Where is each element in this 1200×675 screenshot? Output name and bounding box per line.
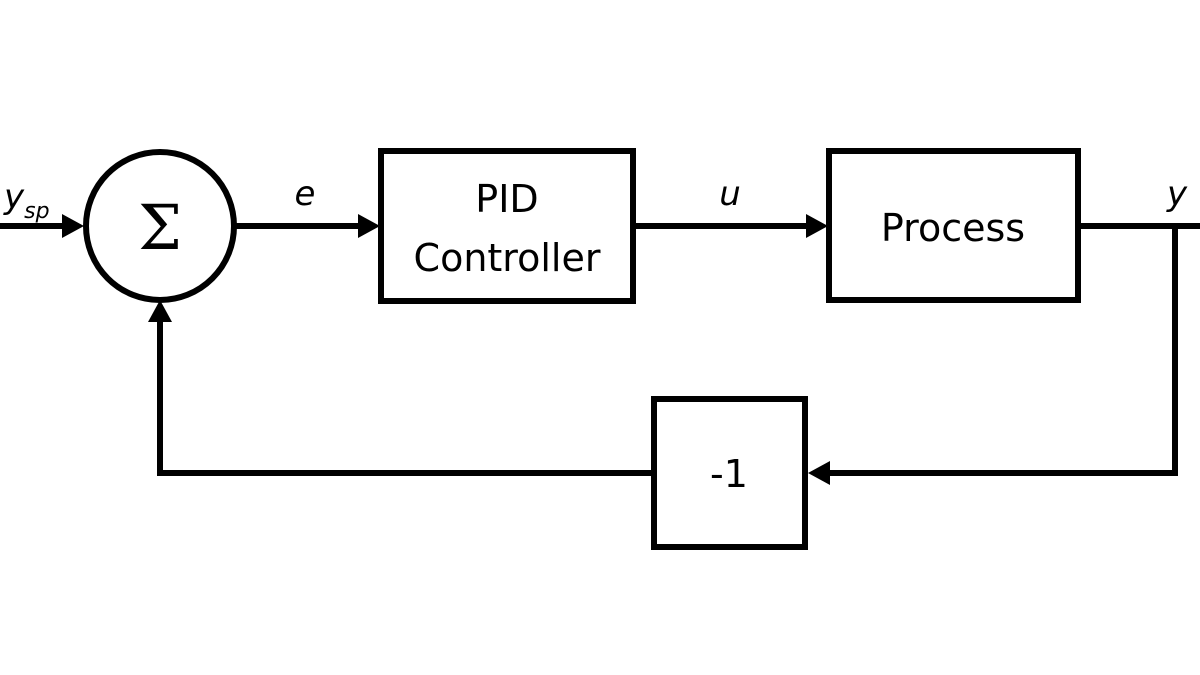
- setpoint-subscript: sp: [24, 199, 49, 224]
- feedback-junction-arrowhead: [148, 300, 172, 322]
- feedback-gain-arrowhead: [808, 461, 830, 485]
- output-label: y: [1166, 174, 1188, 214]
- setpoint-symbol: y: [3, 177, 25, 217]
- feedback-path-left: [157, 318, 654, 476]
- feedback-gain-label: -1: [710, 452, 748, 496]
- setpoint-arrowhead: [62, 214, 84, 238]
- error-label: e: [295, 174, 316, 214]
- control-label: u: [719, 174, 741, 214]
- process-label: Process: [881, 206, 1025, 250]
- sigma-symbol: Σ: [138, 191, 182, 264]
- feedback-gain-block: [651, 396, 808, 550]
- error-arrowhead: [358, 214, 380, 238]
- setpoint-label: ysp: [3, 177, 50, 224]
- pid-controller-label-line2: Controller: [414, 236, 601, 280]
- pid-controller-label-line1: PID: [475, 177, 538, 221]
- feedback-path-right: [826, 226, 1178, 476]
- control-arrowhead: [806, 214, 828, 238]
